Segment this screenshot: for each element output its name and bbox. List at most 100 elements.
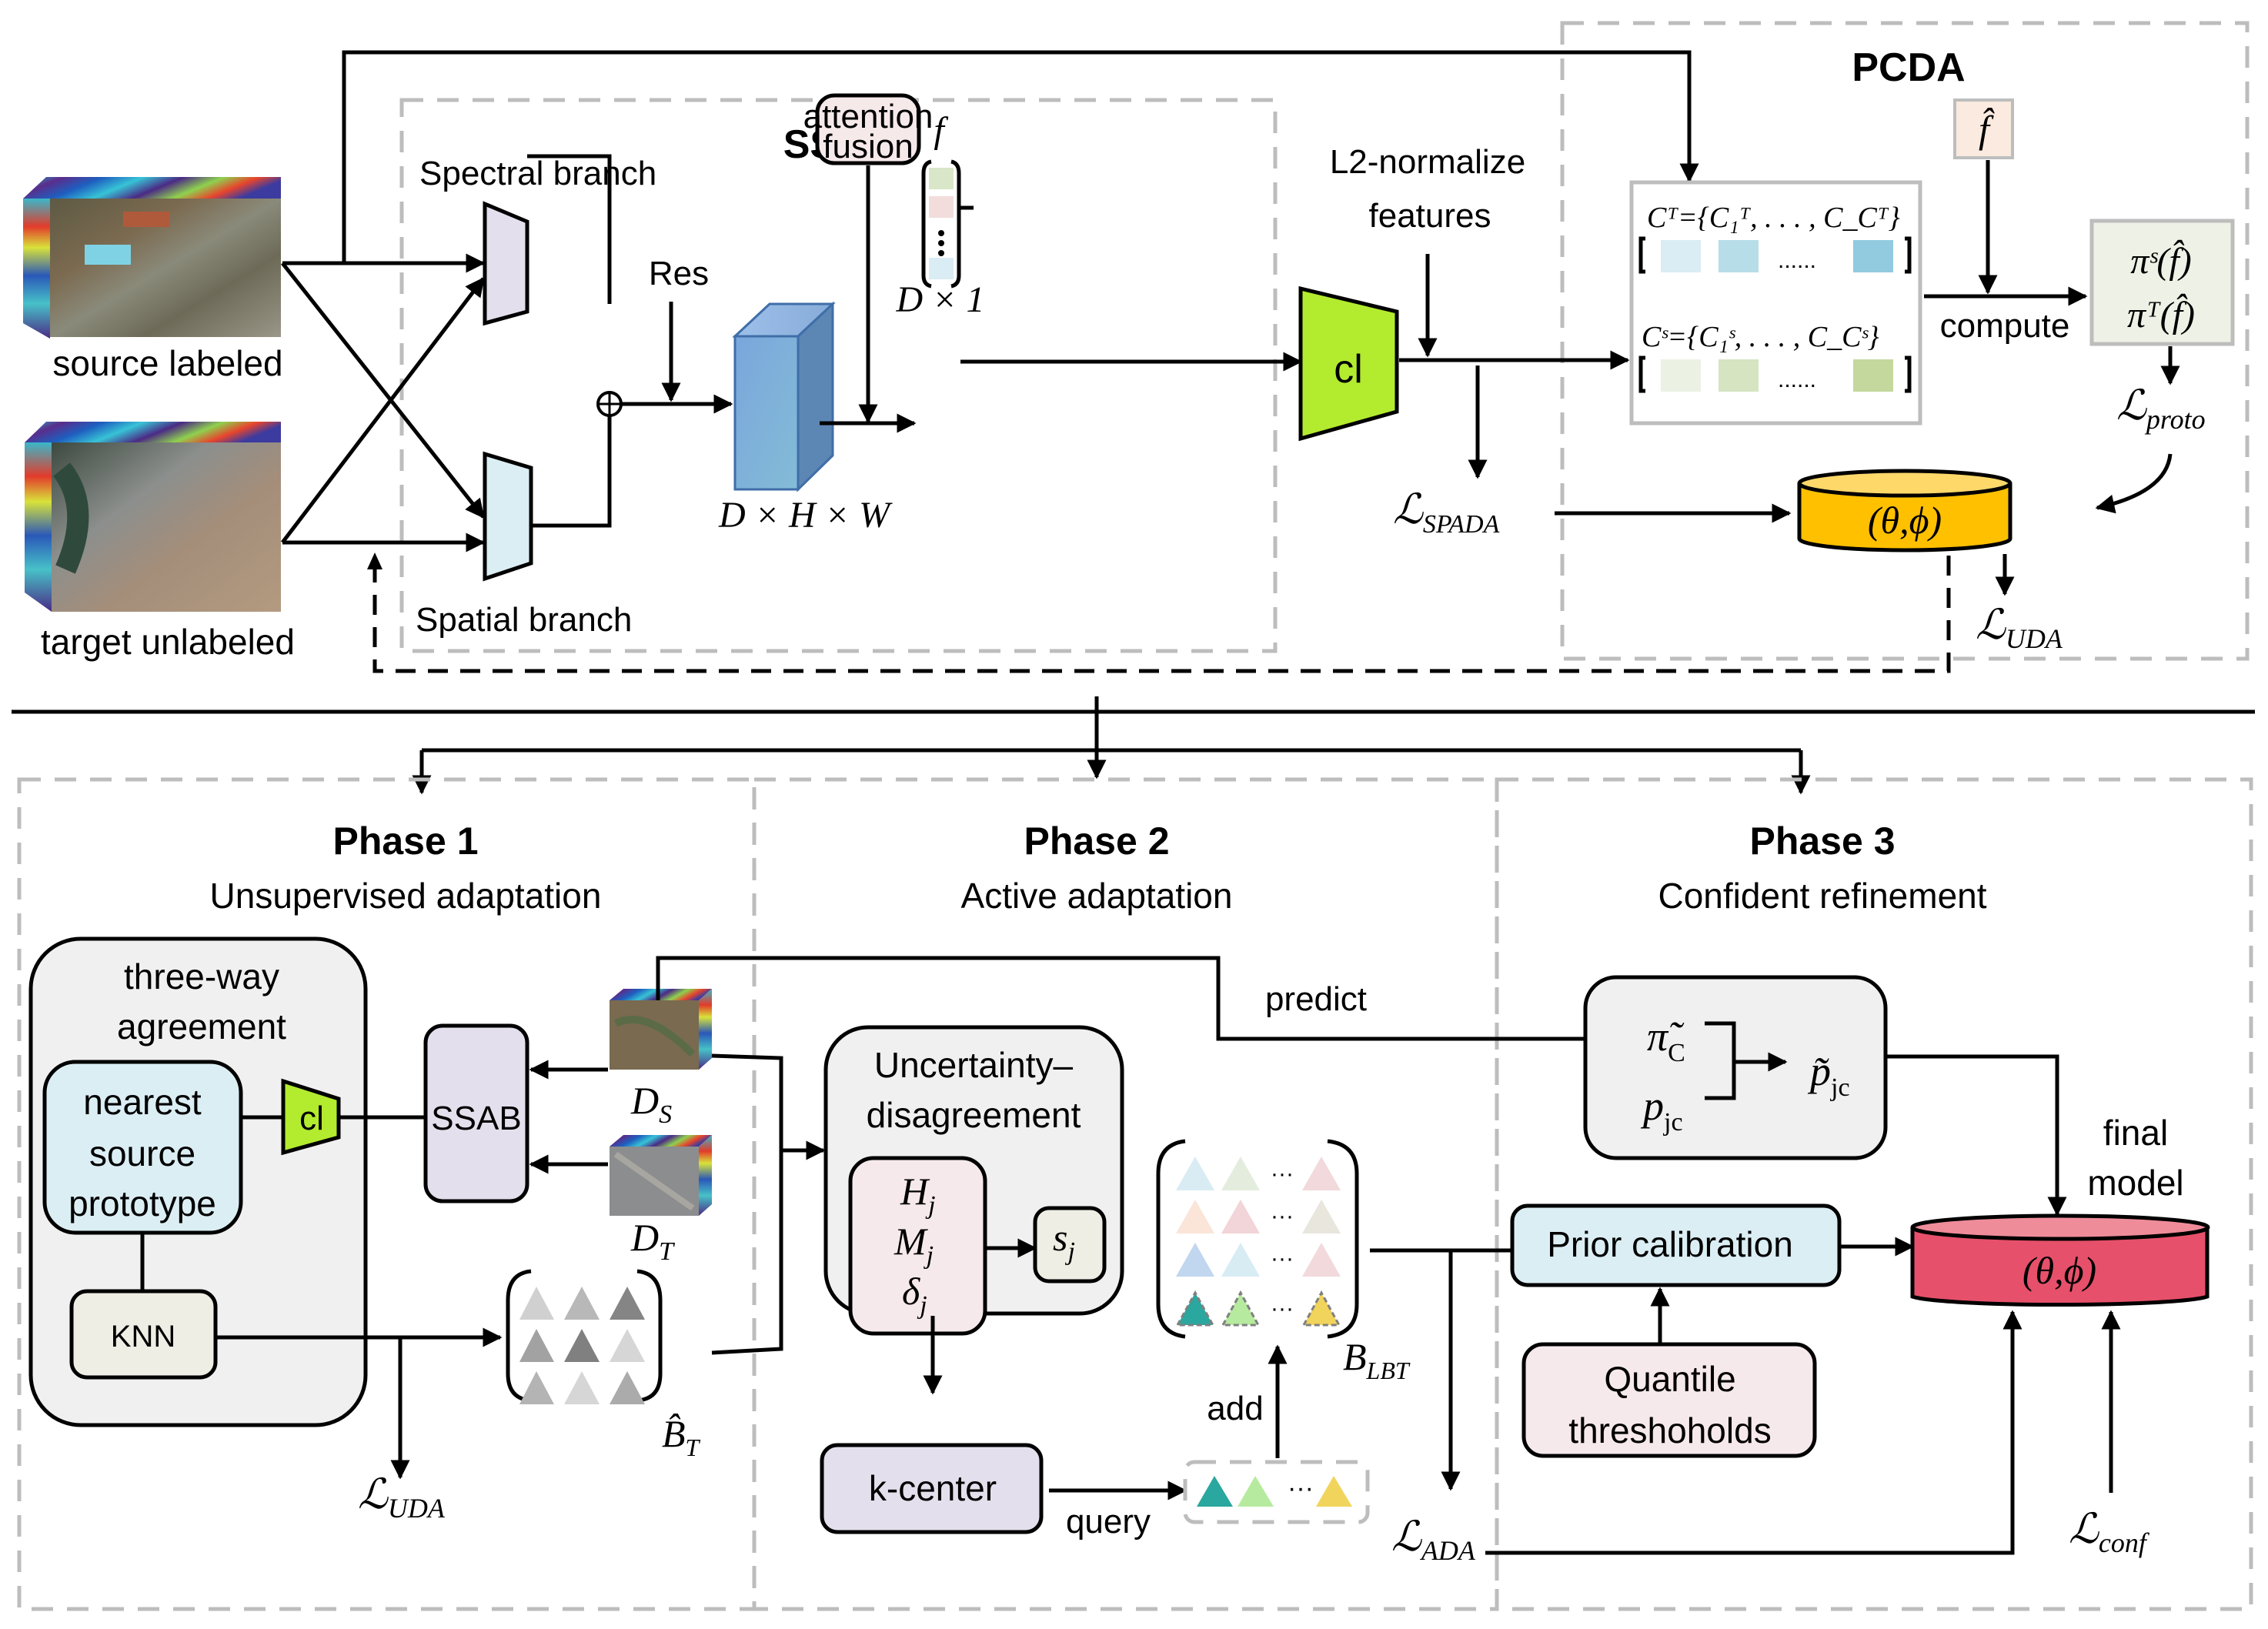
- agreement-label: agreement: [117, 1006, 286, 1046]
- pi-box: [2089, 219, 2235, 346]
- dt-cube: [610, 1135, 712, 1216]
- cube-dims-label: D × H × W: [718, 495, 893, 536]
- attention-fusion-block: [815, 93, 921, 165]
- predict-label: predict: [1265, 980, 1367, 1018]
- phase-1-title: Phase 1: [332, 820, 478, 863]
- ds-label: DS: [630, 1079, 672, 1129]
- pseudo-label-batch: [506, 1269, 663, 1404]
- classifier-block: [1298, 285, 1399, 442]
- disagreement-label: disagreement: [867, 1095, 1081, 1135]
- labeled-batch: ··· ··· ··· ···: [1156, 1139, 1359, 1339]
- metrics-block: [848, 1156, 987, 1336]
- bt-label: B̂T: [662, 1412, 701, 1461]
- spectral-branch-encoder: [483, 201, 529, 326]
- thresholds-label: threshoholds: [1568, 1410, 1771, 1450]
- source-prototypes-label: Cˢ={C₁ˢ, . . . , C_Cˢ}: [1642, 321, 1879, 353]
- score-block: [1033, 1206, 1107, 1284]
- source-hsi-cube: [23, 177, 281, 339]
- feature-f-label: f: [934, 110, 948, 151]
- compute-label: compute: [1940, 307, 2070, 345]
- f-hat-box: [1953, 98, 2014, 159]
- quantile-label: Quantile: [1604, 1359, 1735, 1399]
- svg-text:···: ···: [1271, 1246, 1294, 1271]
- pcda-title: PCDA: [1852, 45, 1965, 90]
- dt-label: DT: [630, 1216, 675, 1266]
- final-label: final: [2103, 1113, 2168, 1153]
- pcda-region: [1560, 21, 2250, 661]
- pcda-params-label: (θ,ϕ): [1868, 499, 1942, 542]
- phase-3-region: [1495, 777, 2253, 1611]
- delta-j: δj: [902, 1270, 927, 1320]
- prior-calibration-label: Prior calibration: [1547, 1224, 1793, 1264]
- source-label: source: [89, 1133, 195, 1173]
- add-label: add: [1207, 1390, 1263, 1427]
- pi-t-label: πᵀ(f̂): [2127, 292, 2195, 335]
- phase-2-title: Phase 2: [1024, 820, 1169, 863]
- target-prototypes-label: Cᵀ={C₁ᵀ, . . . , C_Cᵀ}: [1647, 202, 1900, 234]
- model-label: model: [2087, 1163, 2183, 1203]
- k-center-label: k-center: [869, 1468, 997, 1508]
- pi-s-label: πˢ(f̂): [2130, 239, 2191, 282]
- source-labeled-label: source labeled: [52, 343, 282, 383]
- target-unlabeled-label: target unlabeled: [41, 622, 295, 662]
- spatial-branch-label: Spatial branch: [416, 601, 632, 639]
- res-label: Res: [649, 255, 709, 292]
- feature-cube: [732, 301, 836, 492]
- phase-2-region: [752, 777, 1499, 1611]
- feedback-loop: [372, 556, 1951, 673]
- phase1-ssab-label: SSAB: [431, 1100, 521, 1137]
- query-label: query: [1066, 1503, 1151, 1541]
- svg-text:......: ......: [1778, 367, 1816, 392]
- k-center-block: [820, 1443, 1044, 1534]
- quantile-thresholds-block: [1521, 1342, 1817, 1458]
- phase1-classifier-label: cl: [299, 1100, 324, 1137]
- loss-uda-top: ℒUDA: [1976, 602, 2063, 654]
- p-tilde-jc-label: p̃jc: [1807, 1048, 1850, 1102]
- uncertainty-label: Uncertainty–: [874, 1045, 1074, 1085]
- loss-proto: ℒproto: [2116, 382, 2206, 435]
- features-label: features: [1369, 197, 1491, 235]
- spectral-branch-label: Spectral branch: [419, 155, 656, 192]
- ds-cube: [610, 989, 712, 1070]
- svg-text:......: ......: [1778, 248, 1816, 273]
- phase-3-title: Phase 3: [1749, 820, 1895, 863]
- svg-text:···: ···: [1271, 1161, 1294, 1187]
- three-way-label: three-way: [124, 956, 279, 996]
- phase1-classifier: [281, 1078, 341, 1156]
- vector-dims-label: D × 1: [895, 279, 984, 320]
- phase-3-subtitle: Confident refinement: [1658, 876, 1986, 916]
- phase-1-subtitle: Unsupervised adaptation: [210, 876, 602, 916]
- svg-text:···: ···: [1288, 1474, 1314, 1503]
- target-hsi-cube: [25, 422, 281, 612]
- loss-uda-phase1: ℒUDA: [358, 1471, 446, 1524]
- phase1-ssab-block: [423, 1023, 529, 1203]
- queried-samples: [1183, 1460, 1370, 1524]
- loss-conf: ℒconf: [2069, 1506, 2150, 1558]
- fusion-label: fusion: [823, 128, 913, 165]
- prototype-label: prototype: [68, 1183, 216, 1223]
- skip-connection-to-pcda: [342, 50, 1699, 263]
- s-j: sj: [1053, 1216, 1075, 1266]
- loss-spada: ℒSPADA: [1393, 486, 1500, 539]
- h-j: Hj: [900, 1170, 936, 1220]
- classifier-label: cl: [1334, 347, 1363, 392]
- predict-connector: [656, 956, 1622, 1049]
- feature-vector: [921, 159, 961, 289]
- knn-block: [69, 1289, 218, 1380]
- spatial-branch-encoder: [483, 451, 533, 582]
- final-model-cylinder: [1910, 1213, 2210, 1307]
- l2-normalize-label: L2-normalize: [1330, 143, 1525, 181]
- svg-text:···: ···: [1271, 1296, 1294, 1321]
- pcda-model-cylinder: [1797, 469, 2012, 552]
- final-params-label: (θ,ϕ): [2022, 1249, 2096, 1292]
- source-prototype-row: ......: [1638, 356, 1912, 393]
- loss-ada: ℒADA: [1391, 1514, 1476, 1566]
- knn-label: KNN: [111, 1320, 175, 1354]
- target-prototype-row: ......: [1638, 236, 1912, 274]
- m-j: Mj: [894, 1220, 934, 1270]
- phase-2-subtitle: Active adaptation: [961, 876, 1233, 916]
- attention-label: attention: [803, 98, 934, 135]
- p-jc-label: pjc: [1640, 1083, 1683, 1137]
- blbt-label: BLBT: [1343, 1335, 1411, 1384]
